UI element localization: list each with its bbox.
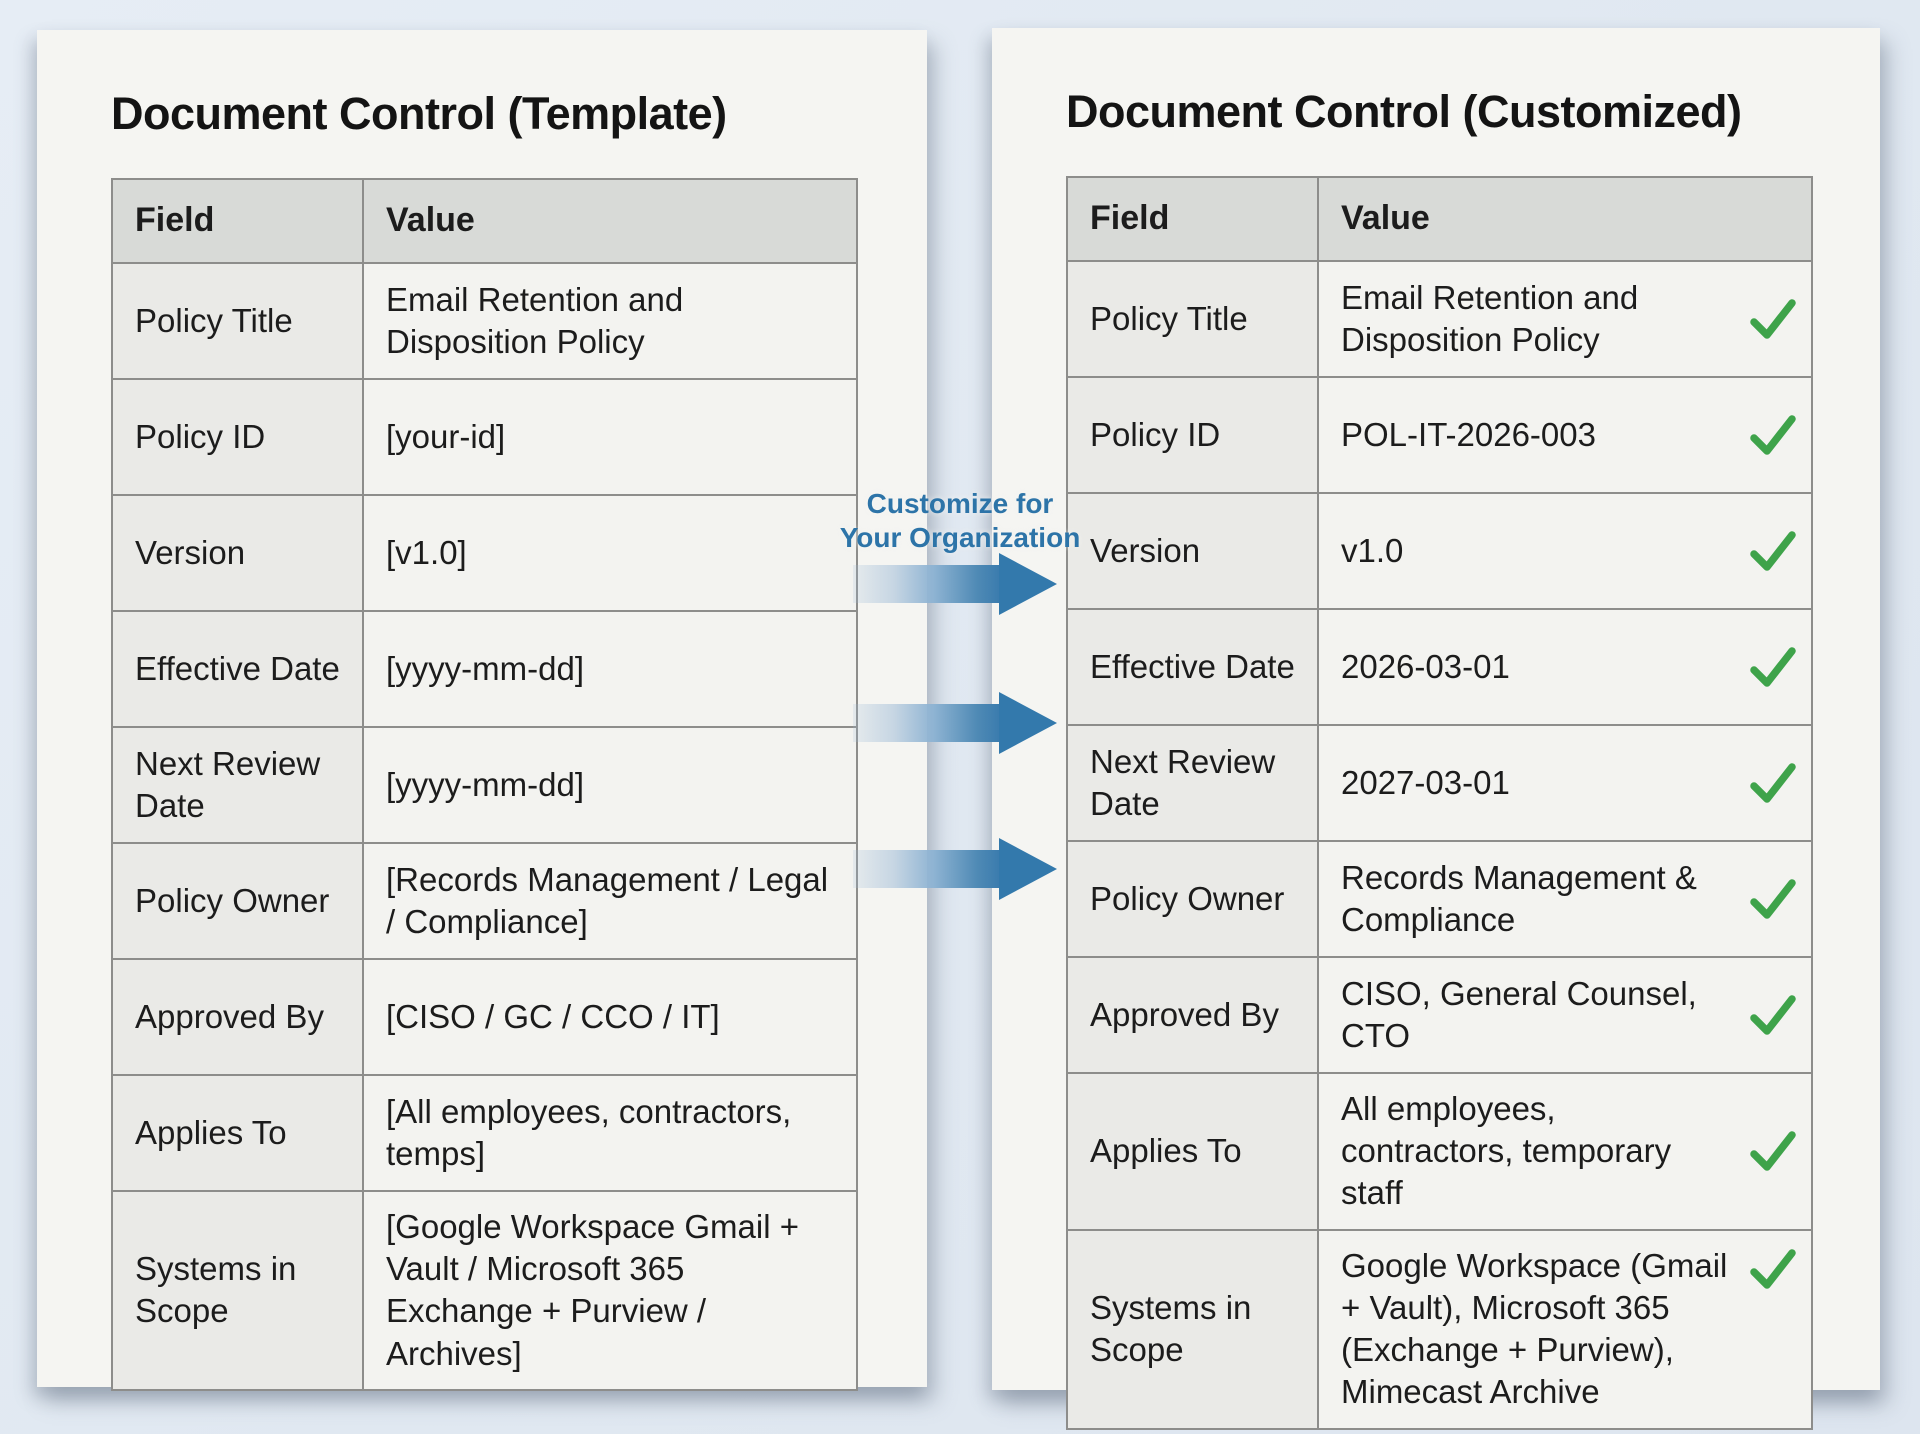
check-icon bbox=[1750, 299, 1796, 339]
connector-label: Customize for Your Organization bbox=[840, 487, 1081, 555]
arrow-shaft bbox=[853, 565, 999, 603]
value-text: POL-IT-2026-003 bbox=[1341, 415, 1596, 453]
field-cell: Effective Date bbox=[111, 610, 364, 728]
value-cell: Google Workspace (Gmail + Vault), Micros… bbox=[1317, 1228, 1813, 1430]
table-row: Effective Date 2026-03-01 bbox=[1066, 608, 1813, 726]
value-cell: POL-IT-2026-003 bbox=[1317, 376, 1813, 494]
field-cell: Applies To bbox=[111, 1074, 364, 1192]
value-cell: [v1.0] bbox=[362, 494, 858, 612]
value-cell: [CISO / GC / CCO / IT] bbox=[362, 958, 858, 1076]
value-cell: [All employees, contractors, temps] bbox=[362, 1074, 858, 1192]
connector-label-line2: Your Organization bbox=[839, 522, 1081, 554]
value-text: Email Retention and Disposition Policy bbox=[1341, 278, 1639, 358]
value-cell: Email Retention and Disposition Policy bbox=[362, 262, 858, 380]
field-cell: Effective Date bbox=[1066, 608, 1319, 726]
page-title-template: Document Control (Template) bbox=[111, 88, 727, 139]
value-cell: [yyyy-mm-dd] bbox=[362, 726, 858, 844]
table-row: Next Review Date 2027-03-01 bbox=[1066, 724, 1813, 842]
value-cell: [your-id] bbox=[362, 378, 858, 496]
column-header-field: Field bbox=[111, 178, 364, 264]
value-cell: Email Retention and Disposition Policy bbox=[1317, 260, 1813, 378]
value-text: 2026-03-01 bbox=[1341, 647, 1510, 685]
table-row: Policy ID POL-IT-2026-003 bbox=[1066, 376, 1813, 494]
arrow-shaft bbox=[853, 704, 999, 742]
value-cell: [Records Management / Legal / Compliance… bbox=[362, 842, 858, 960]
table-row: Systems in Scope Google Workspace (Gmail… bbox=[1066, 1228, 1813, 1430]
table-row: Effective Date [yyyy-mm-dd] bbox=[111, 610, 858, 728]
value-text: CISO, General Counsel, CTO bbox=[1341, 974, 1697, 1054]
value-text: 2027-03-01 bbox=[1341, 763, 1510, 801]
field-cell: Approved By bbox=[111, 958, 364, 1076]
field-cell: Next Review Date bbox=[111, 726, 364, 844]
field-cell: Systems in Scope bbox=[111, 1190, 364, 1391]
field-cell: Next Review Date bbox=[1066, 724, 1319, 842]
field-cell: Policy Title bbox=[111, 262, 364, 380]
table-row: Applies To [All employees, contractors, … bbox=[111, 1074, 858, 1192]
table-row: Policy Title Email Retention and Disposi… bbox=[1066, 260, 1813, 378]
value-text: Records Management & Compliance bbox=[1341, 858, 1697, 938]
value-text: All employees, contractors, temporary st… bbox=[1341, 1090, 1672, 1212]
table-row: Policy Owner [Records Management / Legal… bbox=[111, 842, 858, 960]
table-row: Approved By [CISO / GC / CCO / IT] bbox=[111, 958, 858, 1076]
value-cell: [yyyy-mm-dd] bbox=[362, 610, 858, 728]
value-cell: CISO, General Counsel, CTO bbox=[1317, 956, 1813, 1074]
value-cell: 2027-03-01 bbox=[1317, 724, 1813, 842]
table-row: Policy ID [your-id] bbox=[111, 378, 858, 496]
table-header-row: Field Value bbox=[111, 178, 858, 264]
arrow-head bbox=[999, 692, 1057, 754]
check-icon bbox=[1750, 763, 1796, 803]
customized-page: Document Control (Customized) Field Valu… bbox=[992, 28, 1880, 1430]
page-title-customized: Document Control (Customized) bbox=[1066, 86, 1742, 137]
column-header-field: Field bbox=[1066, 176, 1319, 262]
field-cell: Policy ID bbox=[1066, 376, 1319, 494]
value-cell: All employees, contractors, temporary st… bbox=[1317, 1072, 1813, 1231]
field-cell: Policy Owner bbox=[111, 842, 364, 960]
field-cell: Policy ID bbox=[111, 378, 364, 496]
table-row: Version v1.0 bbox=[1066, 492, 1813, 610]
check-icon bbox=[1750, 995, 1796, 1035]
check-icon bbox=[1750, 531, 1796, 571]
template-page: Document Control (Template) Field Value … bbox=[37, 30, 927, 1391]
value-cell: v1.0 bbox=[1317, 492, 1813, 610]
table-row: Approved By CISO, General Counsel, CTO bbox=[1066, 956, 1813, 1074]
table-row: Policy Owner Records Management & Compli… bbox=[1066, 840, 1813, 958]
arrow-shaft bbox=[853, 850, 999, 888]
column-header-value: Value bbox=[1317, 176, 1813, 262]
arrow-head bbox=[999, 838, 1057, 900]
arrow-head bbox=[999, 553, 1057, 615]
value-text: v1.0 bbox=[1341, 531, 1404, 569]
arrow-right-icon bbox=[853, 692, 1057, 754]
check-icon bbox=[1750, 1131, 1796, 1172]
arrow-right-icon bbox=[853, 553, 1057, 615]
value-text: Google Workspace (Gmail + Vault), Micros… bbox=[1341, 1246, 1728, 1411]
check-icon bbox=[1750, 647, 1796, 687]
table-row: Applies To All employees, contractors, t… bbox=[1066, 1072, 1813, 1231]
template-table: Field Value Policy Title Email Retention… bbox=[111, 178, 858, 1391]
field-cell: Applies To bbox=[1066, 1072, 1319, 1231]
table-row: Policy Title Email Retention and Disposi… bbox=[111, 262, 858, 380]
table-row: Next Review Date [yyyy-mm-dd] bbox=[111, 726, 858, 844]
field-cell: Policy Owner bbox=[1066, 840, 1319, 958]
field-cell: Systems in Scope bbox=[1066, 1228, 1319, 1430]
field-cell: Approved By bbox=[1066, 956, 1319, 1074]
field-cell: Version bbox=[1066, 492, 1319, 610]
arrow-right-icon bbox=[853, 838, 1057, 900]
customized-table: Field Value Policy Title Email Retention… bbox=[1066, 176, 1813, 1430]
check-icon bbox=[1750, 879, 1796, 919]
field-cell: Policy Title bbox=[1066, 260, 1319, 378]
table-header-row: Field Value bbox=[1066, 176, 1813, 262]
column-header-value: Value bbox=[362, 178, 858, 264]
field-cell: Version bbox=[111, 494, 364, 612]
check-icon bbox=[1750, 415, 1796, 455]
value-cell: Records Management & Compliance bbox=[1317, 840, 1813, 958]
table-row: Version [v1.0] bbox=[111, 494, 858, 612]
table-row: Systems in Scope [Google Workspace Gmail… bbox=[111, 1190, 858, 1391]
check-icon bbox=[1750, 1248, 1796, 1289]
value-cell: [Google Workspace Gmail + Vault / Micros… bbox=[362, 1190, 858, 1391]
connector-label-line1: Customize for bbox=[866, 488, 1054, 519]
value-cell: 2026-03-01 bbox=[1317, 608, 1813, 726]
